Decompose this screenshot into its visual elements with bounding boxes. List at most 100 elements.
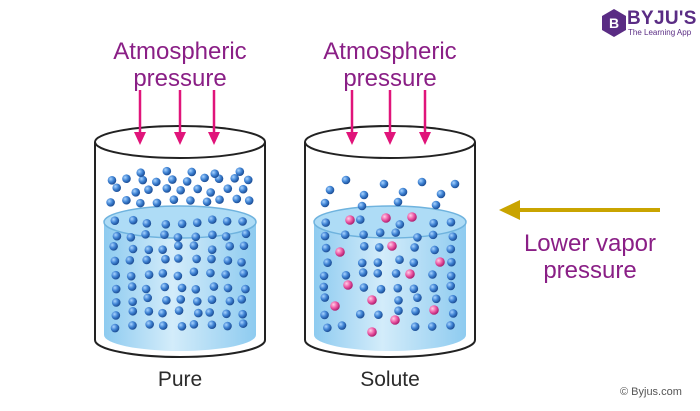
solvent-particle: [208, 295, 217, 304]
solvent-particle: [373, 269, 382, 278]
solvent-particle: [190, 268, 199, 277]
byjus-logo: B BYJU'S The Learning App: [601, 6, 693, 40]
liquid-surface: [314, 206, 466, 238]
logo-tagline: The Learning App: [628, 28, 691, 37]
solute-particle: [345, 215, 355, 225]
solvent-particle: [238, 217, 247, 226]
solvent-particle: [391, 228, 400, 237]
solvent-particle: [323, 258, 332, 267]
solvent-particle: [411, 307, 420, 316]
solvent-particle: [447, 258, 456, 267]
solvent-particle: [449, 232, 458, 241]
right-pressure-line1: Atmospheric: [310, 38, 470, 65]
solvent-particle: [413, 293, 422, 302]
solvent-particle: [239, 185, 248, 194]
solvent-particle: [208, 245, 217, 254]
solute-particle: [330, 301, 340, 311]
solvent-particle: [206, 269, 215, 278]
solvent-particle: [176, 186, 185, 195]
solvent-particle: [161, 283, 170, 292]
solvent-particle: [174, 233, 183, 242]
solvent-particle: [377, 285, 386, 294]
solvent-particle: [128, 307, 137, 316]
solvent-particle: [392, 269, 401, 278]
solvent-particle: [319, 283, 328, 292]
solvent-particle: [222, 309, 231, 318]
solvent-particle: [126, 256, 135, 265]
solvent-particle: [210, 169, 219, 178]
solvent-particle: [236, 167, 245, 176]
solvent-particle: [244, 176, 253, 185]
solvent-particle: [394, 198, 403, 207]
pressure-arrow-icon: [134, 90, 146, 145]
solvent-particle: [158, 245, 167, 254]
solvent-particle: [127, 272, 136, 281]
solvent-particle: [174, 254, 183, 263]
left-pressure-line1: Atmospheric: [100, 38, 260, 65]
solvent-particle: [215, 195, 224, 204]
solvent-particle: [224, 256, 233, 265]
solvent-particle: [161, 220, 170, 229]
solute-particle: [367, 327, 377, 337]
solvent-particle: [341, 230, 350, 239]
solute-particle: [405, 269, 415, 279]
solvent-particle: [144, 185, 153, 194]
solute-particle: [381, 213, 391, 223]
solvent-particle: [375, 243, 384, 252]
solute-particle: [435, 257, 445, 267]
solvent-particle: [208, 231, 217, 240]
solvent-particle: [432, 201, 441, 210]
solvent-particle: [242, 230, 251, 239]
solvent-particle: [394, 306, 403, 315]
solvent-particle: [449, 309, 458, 318]
solvent-particle: [128, 321, 137, 330]
solvent-particle: [153, 199, 162, 208]
solvent-particle: [136, 168, 145, 177]
solvent-particle: [429, 231, 438, 240]
solvent-particle: [429, 284, 438, 293]
pure-pressure-arrows: [134, 90, 220, 145]
solvent-particle: [193, 297, 202, 306]
solvent-particle: [413, 233, 422, 242]
solvent-particle: [323, 323, 332, 332]
solute-particle: [343, 280, 353, 290]
solvent-particle: [233, 195, 242, 204]
solvent-particle: [203, 197, 212, 206]
solute-particle: [335, 247, 345, 257]
solvent-particle: [138, 176, 147, 185]
solvent-particle: [224, 284, 233, 293]
solvent-particle: [108, 176, 117, 185]
solvent-particle: [410, 285, 419, 294]
pressure-arrow-icon: [346, 90, 358, 145]
solvent-particle: [428, 322, 437, 331]
lower-vapor-line2: pressure: [505, 257, 675, 284]
solvent-particle: [223, 322, 232, 331]
solvent-particle: [238, 310, 247, 319]
solute-pressure-arrows: [346, 90, 431, 145]
solvent-particle: [237, 258, 246, 267]
solvent-particle: [143, 294, 152, 303]
solvent-particle: [129, 245, 138, 254]
solvent-particle: [106, 198, 115, 207]
solvent-particle: [141, 230, 150, 239]
solvent-particle: [193, 218, 202, 227]
solvent-particle: [451, 180, 460, 189]
solvent-particle: [226, 297, 235, 306]
solvent-particle: [193, 185, 202, 194]
solvent-particle: [127, 233, 136, 242]
solvent-particle: [190, 241, 199, 250]
solvent-particle: [145, 246, 154, 255]
solvent-particle: [111, 216, 120, 225]
solvent-particle: [142, 256, 151, 265]
solute-particle: [407, 212, 417, 222]
solvent-particle: [321, 199, 330, 208]
solvent-particle: [160, 230, 169, 239]
pressure-arrow-icon: [174, 90, 186, 145]
solvent-particle: [111, 324, 120, 333]
solvent-particle: [192, 255, 201, 264]
solvent-particle: [128, 297, 137, 306]
solvent-particle: [432, 295, 441, 304]
solvent-particle: [410, 243, 419, 252]
solvent-particle: [360, 283, 369, 292]
